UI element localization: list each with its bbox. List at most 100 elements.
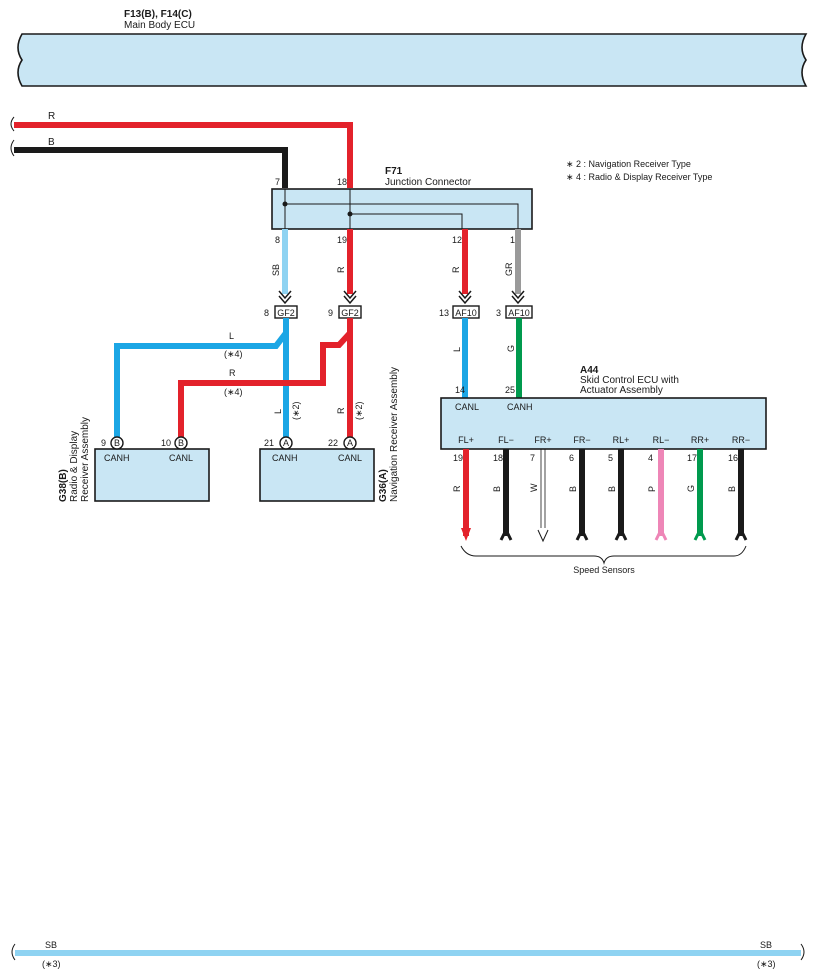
- junction-box: [271, 188, 533, 230]
- bottom-wire-left-label: SB: [45, 940, 57, 950]
- connector-af10-a: AF10: [455, 308, 477, 318]
- sensor-wire-label: B: [568, 486, 578, 492]
- wire-break-right-icon: [800, 943, 805, 961]
- junction-pin-1: 1: [510, 235, 515, 245]
- nav-pin-21: 21: [264, 438, 274, 448]
- nav-terminal-letter: A: [347, 438, 353, 448]
- sensor-terminal-pin: 16: [728, 453, 738, 463]
- sensor-terminal-pin: 18: [493, 453, 503, 463]
- nav-label-canl: CANL: [338, 453, 362, 463]
- skid-label-canl: CANL: [455, 402, 479, 412]
- nav-label-canh: CANH: [272, 453, 298, 463]
- bottom-wire-right-label: SB: [760, 940, 772, 950]
- junction-output-wires: SB R R GR: [271, 229, 521, 294]
- nav-receiver: G36(A) Navigation Receiver Assembly A 21…: [259, 367, 400, 502]
- sensor-terminal-pin: 5: [608, 453, 613, 463]
- connector-tags: GF2 8 GF2 9 AF10 13 AF10 3: [264, 305, 533, 319]
- arrow-icon: [537, 529, 549, 543]
- sensor-terminal-label: RR−: [732, 435, 750, 445]
- wire-label-l: L: [452, 347, 462, 352]
- note-radio-type: ∗ 4 : Radio & Display Receiver Type: [566, 172, 712, 182]
- sensor-terminal: FL+19R: [452, 435, 474, 541]
- radio-receiver-name-line1: Radio & Display: [69, 431, 80, 502]
- nav-terminal-letter: A: [283, 438, 289, 448]
- wire-note-nav-r: (∗2): [354, 401, 364, 420]
- bottom-wire: SB SB (∗3) (∗3): [11, 940, 805, 969]
- wire-red-label: R: [48, 111, 55, 122]
- radio-receiver-name-line2: Receiver Assembly: [80, 417, 91, 502]
- radio-receiver: G38(B) Radio & Display Receiver Assembly…: [58, 417, 210, 502]
- sensor-terminal-label: FL−: [498, 435, 514, 445]
- radio-terminal-letter: B: [178, 438, 184, 448]
- connector-pin-9: 9: [328, 308, 333, 318]
- junction-pin-7: 7: [275, 177, 280, 187]
- main-ecu-code: F13(B), F14(C): [124, 9, 192, 20]
- sensor-terminal-label: FR−: [573, 435, 590, 445]
- arrow-icon: [734, 526, 748, 541]
- wire-red-main: [14, 122, 353, 188]
- radio-receiver-box: [94, 448, 210, 502]
- radio-terminal-letter: B: [114, 438, 120, 448]
- terminal-icon: [110, 436, 124, 450]
- incoming-wires: R B: [10, 111, 353, 188]
- wire-black-main: [14, 147, 288, 188]
- sensor-terminal: FR+7W: [529, 435, 552, 543]
- sensor-terminal-label: FL+: [458, 435, 474, 445]
- junction-code: F71: [385, 166, 403, 177]
- skid-ecu-box: [440, 397, 767, 450]
- skid-ecu-name-line1: Skid Control ECU with: [580, 375, 679, 386]
- wire-label-nav-r: R: [336, 407, 346, 414]
- brace-icon: [460, 545, 747, 565]
- nav-pin-22: 22: [328, 438, 338, 448]
- junction-pin-12: 12: [452, 235, 462, 245]
- skid-ecu-code: A44: [580, 365, 599, 376]
- sensor-terminal: RL−4P: [647, 435, 670, 541]
- arrow-icon: [654, 526, 668, 541]
- radio-pin-9: 9: [101, 438, 106, 448]
- skid-label-canh: CANH: [507, 402, 533, 412]
- nav-receiver-code: G36(A): [378, 469, 389, 502]
- wire-note-nav-l: (∗2): [291, 401, 301, 420]
- radio-label-canh: CANH: [104, 453, 130, 463]
- skid-pin-14: 14: [455, 385, 465, 395]
- nav-receiver-box: [259, 448, 375, 502]
- sensor-terminal: RL+5B: [607, 435, 629, 541]
- sensor-wire: [540, 449, 546, 528]
- chevron-down-icon: [511, 290, 525, 305]
- radio-pin-10: 10: [161, 438, 171, 448]
- junction-name: Junction Connector: [385, 177, 472, 188]
- chevron-down-icon: [458, 290, 472, 305]
- junction-pin-18: 18: [337, 177, 347, 187]
- radio-receiver-code: G38(B): [58, 469, 69, 502]
- sensor-wire-label: G: [686, 485, 696, 492]
- wire-label-radio-r: R: [229, 368, 236, 378]
- arrow-icon: [693, 526, 707, 541]
- wire-break-left-icon: [10, 116, 15, 132]
- sensor-terminal-pin: 6: [569, 453, 574, 463]
- sensor-terminal-pin: 19: [453, 453, 463, 463]
- connector-af10-b: AF10: [508, 308, 530, 318]
- note-nav-type: ∗ 2 : Navigation Receiver Type: [566, 159, 691, 169]
- terminal-icon: [174, 436, 188, 450]
- sensor-terminal: FL−18B: [492, 435, 514, 541]
- wire-label-r: R: [336, 266, 346, 273]
- sensor-wire-label: P: [647, 486, 657, 492]
- speed-sensors: Speed Sensors: [460, 545, 747, 575]
- chevron-down-icon: [278, 290, 292, 305]
- wire-note-radio-l: (∗4): [224, 349, 243, 359]
- sensor-wire-label: B: [607, 486, 617, 492]
- arrow-icon: [461, 528, 471, 541]
- lower-wires: L G L (∗4) R (∗4) L (∗2) R (∗2): [114, 318, 522, 440]
- junction-pin-8: 8: [275, 235, 280, 245]
- main-ecu-name: Main Body ECU: [124, 20, 195, 31]
- wire-label-r: R: [451, 266, 461, 273]
- splice-dot-icon: [347, 211, 353, 217]
- speed-sensor-terminals: FL+19RFL−18BFR+7WFR−6BRL+5BRL−4PRR+17GRR…: [452, 435, 750, 543]
- sensor-terminal-label: RL−: [653, 435, 670, 445]
- connector-chevrons: [278, 290, 525, 305]
- skid-control-ecu: A44 Skid Control ECU with Actuator Assem…: [440, 365, 767, 450]
- connector-pin-8: 8: [264, 308, 269, 318]
- terminal-icon: [279, 436, 293, 450]
- wire-label-radio-l: L: [229, 331, 234, 341]
